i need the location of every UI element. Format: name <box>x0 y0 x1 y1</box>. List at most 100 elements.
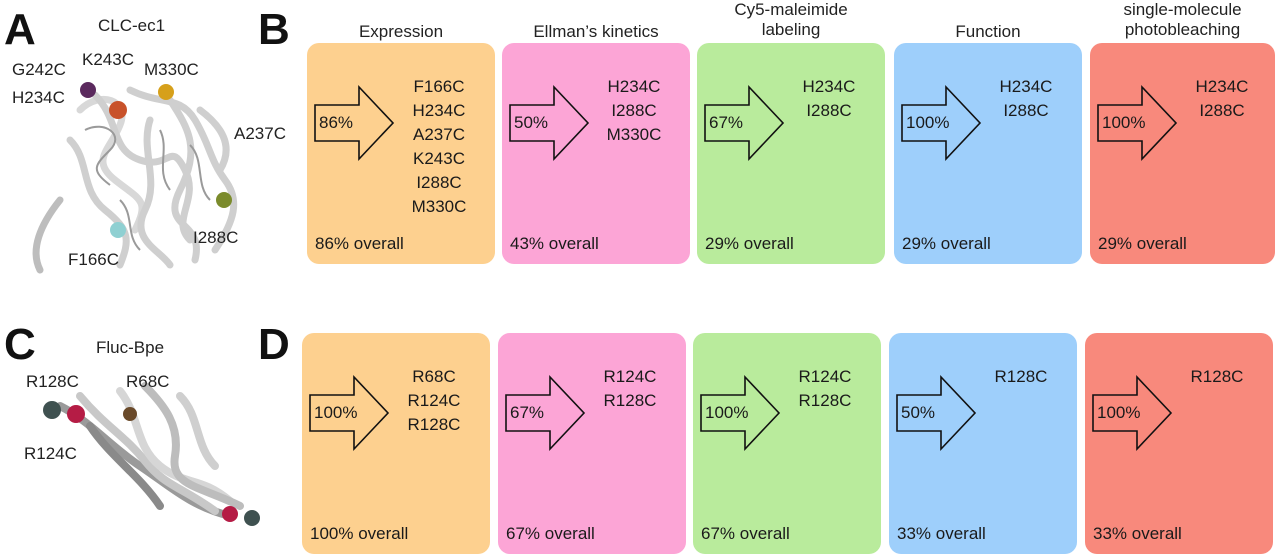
panel-d-step-5-arrow-icon <box>1092 374 1173 452</box>
label-a237c: A237C <box>234 124 286 143</box>
residue-r128c-top <box>43 401 61 419</box>
panel-b-step-5-percent: 100% <box>1102 113 1146 132</box>
panel-d-step-3-overall: 67% overall <box>701 524 790 543</box>
panel-b-step-2-overall: 43% overall <box>510 234 599 253</box>
mutant-label: R124C <box>407 391 461 410</box>
mutant-label: R124C <box>798 367 852 386</box>
step-title-line: Cy5-maleimide <box>734 0 848 19</box>
panel-b-step-4-mutants: H234C I288C <box>986 75 1066 123</box>
mutant-label: I288C <box>611 101 657 120</box>
panel-b-step-1-overall: 86% overall <box>315 234 404 253</box>
label-r128c: R128C <box>26 372 79 391</box>
panel-d-step-5-percent: 100% <box>1097 403 1141 422</box>
panel-b-step-1-arrow-icon <box>314 84 395 162</box>
mutant-label: H234C <box>1195 77 1249 96</box>
mutant-label: I288C <box>806 101 852 120</box>
residue-f166c <box>110 222 126 238</box>
panel-d-step-5-mutants: R128C <box>1177 365 1257 389</box>
residue-k243c <box>109 101 127 119</box>
panel-d-step-4-box <box>889 333 1077 554</box>
panel-d-step-5-overall: 33% overall <box>1093 524 1182 543</box>
panel-d-step-1-box <box>302 333 490 554</box>
clc-ec1-structure <box>32 82 238 274</box>
mutant-label: H234C <box>999 77 1053 96</box>
label-i288c: I288C <box>193 228 239 247</box>
panel-b-step-3-box <box>697 43 885 264</box>
panel-d-step-3-box <box>693 333 881 554</box>
fluc-bpe-title: Fluc-Bpe <box>96 338 165 357</box>
residue-r124c-bottom <box>222 506 238 522</box>
panel-b-step-2-title: Ellman’s kinetics <box>533 22 659 41</box>
panel-b-step-5-box <box>1090 43 1275 264</box>
panel-d-step-4-mutants: R128C <box>981 365 1061 389</box>
panel-b-step-4-overall: 29% overall <box>902 234 991 253</box>
step-title-line: single-molecule <box>1123 0 1242 19</box>
mutant-label: R128C <box>798 391 852 410</box>
panel-b-step-5-overall: 29% overall <box>1098 234 1187 253</box>
clc-ec1-title: CLC-ec1 <box>98 16 166 35</box>
panel-b-step-3-overall: 29% overall <box>705 234 794 253</box>
panel-b-step-4-arrow-icon <box>901 84 982 162</box>
residue-r124c <box>67 405 85 423</box>
label-r124c: R124C <box>24 444 77 463</box>
mutant-label: A237C <box>413 125 465 144</box>
panel-b-step-3-mutants: H234C I288C <box>789 75 869 123</box>
panel-b-step-5-arrow-icon <box>1097 84 1178 162</box>
mutant-label: H234C <box>607 77 661 96</box>
panel-b-step-1-percent: 86% <box>319 113 354 132</box>
panel-d-step-3-percent: 100% <box>705 403 749 422</box>
step-title-line: labeling <box>761 19 821 39</box>
panel-d-step-2-arrow-icon <box>505 374 586 452</box>
fluc-bpe-structure <box>43 382 260 526</box>
label-g242c: G242C <box>12 60 66 79</box>
residue-m330c <box>158 84 174 100</box>
mutant-label: I288C <box>1003 101 1049 120</box>
mutant-label: F166C <box>413 77 465 96</box>
panel-b-step-2-box <box>502 43 690 264</box>
mutant-label: R128C <box>603 391 657 410</box>
panel-d-step-4-arrow-icon <box>896 374 977 452</box>
label-h234c: H234C <box>12 88 65 107</box>
panel-letter-c: C <box>4 320 36 369</box>
panel-d-step-3-mutants: R124C R128C <box>785 365 865 413</box>
panel-b-step-2-percent: 50% <box>514 113 549 132</box>
residue-r68c <box>123 407 137 421</box>
panel-b-step-4-percent: 100% <box>906 113 950 132</box>
panel-b-step-4-title: Function <box>955 22 1021 41</box>
panel-letter-a: A <box>4 5 36 54</box>
panel-b-step-3-arrow-icon <box>704 84 785 162</box>
mutant-label: R124C <box>603 367 657 386</box>
panel-b-step-3-percent: 67% <box>709 113 744 132</box>
panel-d-step-2-percent: 67% <box>510 403 545 422</box>
panel-d-step-2-box <box>498 333 686 554</box>
mutant-label: M330C <box>606 125 662 144</box>
panel-d-step-4-percent: 50% <box>901 403 936 422</box>
residue-i288c <box>216 192 232 208</box>
mutant-label: K243C <box>413 149 465 168</box>
panel-d-step-1-arrow-icon <box>309 374 390 452</box>
panel-b-step-4-box <box>894 43 1082 264</box>
panel-b-step-1-box <box>307 43 495 264</box>
mutant-label: I288C <box>1199 101 1245 120</box>
panel-letter-d: D <box>258 320 290 369</box>
panel-b-step-1-title: Expression <box>358 22 444 41</box>
panel-b-step-2-mutants: H234C I288C M330C <box>594 75 674 147</box>
mutant-label: R128C <box>1190 367 1244 386</box>
label-r68c: R68C <box>126 372 170 391</box>
label-m330c: M330C <box>144 60 199 79</box>
panel-d-step-1-overall: 100% overall <box>310 524 409 543</box>
mutant-label: I288C <box>416 173 462 192</box>
panel-letter-b: B <box>258 5 290 54</box>
mutant-label: H234C <box>412 101 466 120</box>
panel-d-step-4-overall: 33% overall <box>897 524 986 543</box>
mutant-label: H234C <box>802 77 856 96</box>
label-k243c: K243C <box>82 50 134 69</box>
mutant-label: R128C <box>994 367 1048 386</box>
mutant-label: R128C <box>407 415 461 434</box>
panel-d-step-5-box <box>1085 333 1273 554</box>
panel-b-step-2-arrow-icon <box>509 84 590 162</box>
